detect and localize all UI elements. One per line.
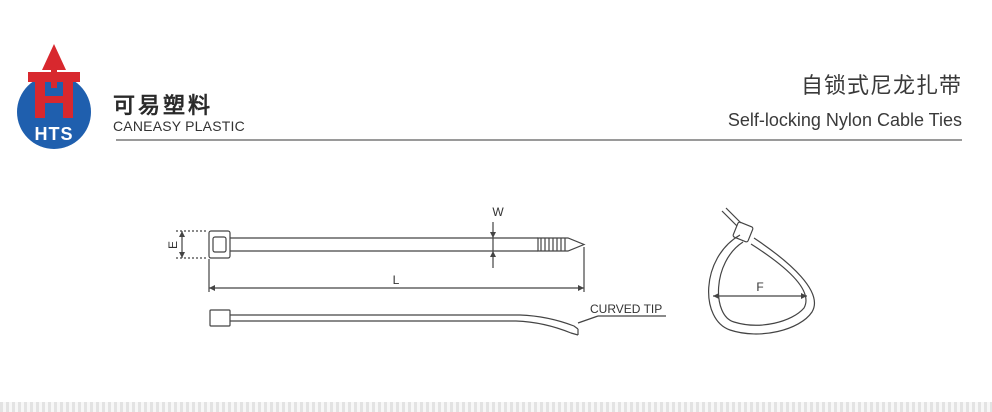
hts-logo: HTS — [17, 44, 91, 149]
brand-name-chinese: 可易塑料 — [113, 94, 214, 119]
label-f: F — [756, 280, 763, 294]
cable-tie-side-view — [209, 309, 666, 336]
label-e: E — [166, 241, 180, 249]
label-l: L — [393, 273, 400, 287]
page-title-english: Self-locking Nylon Cable Ties — [727, 110, 962, 130]
page-title-chinese: 自锁式尼龙扎带 — [800, 74, 962, 99]
logo-text: HTS — [35, 124, 74, 144]
brand-name-english: CANEASY PLASTIC — [113, 118, 245, 134]
header-divider — [116, 139, 962, 141]
label-w: W — [492, 205, 504, 219]
label-curved-tip: CURVED TIP — [590, 302, 662, 316]
footer-band — [0, 402, 992, 412]
cable-tie-loop-view — [708, 207, 815, 335]
dimension-l — [208, 247, 585, 292]
cable-tie-top-view — [208, 230, 586, 259]
